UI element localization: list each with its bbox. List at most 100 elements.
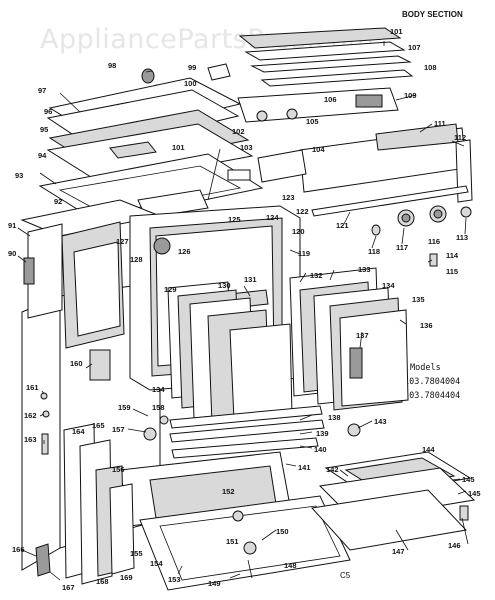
part-label-152: 152 bbox=[222, 487, 235, 496]
part-label-142: 142 bbox=[326, 465, 339, 474]
part-label-125: 125 bbox=[228, 215, 241, 224]
control-panel-109 bbox=[237, 87, 399, 123]
part-label-103: 103 bbox=[240, 143, 253, 152]
part-label-105: 105 bbox=[306, 117, 319, 126]
part-label-150: 150 bbox=[276, 527, 289, 536]
part-label-161: 161 bbox=[26, 383, 39, 392]
part-label-113: 113 bbox=[456, 233, 468, 242]
part-label-112: 112 bbox=[454, 133, 466, 142]
part-label-129: 129 bbox=[164, 285, 177, 294]
part-label-139: 139 bbox=[316, 429, 329, 438]
front-panels bbox=[63, 423, 135, 585]
part-label-140: 140 bbox=[314, 445, 327, 454]
part-label-135: 135 bbox=[412, 295, 425, 304]
part-label-138: 138 bbox=[328, 413, 341, 422]
part-label-118: 118 bbox=[368, 247, 380, 256]
drawing-code: C5 bbox=[340, 571, 351, 580]
rails-138-141 bbox=[169, 405, 325, 459]
part-label-165: 165 bbox=[92, 421, 105, 430]
part-label-108: 108 bbox=[424, 63, 437, 72]
part-label-109: 109 bbox=[404, 91, 417, 100]
model-number-1: 103.7804004 bbox=[404, 377, 460, 387]
part-label-148: 148 bbox=[284, 561, 297, 570]
part-label-160: 160 bbox=[70, 359, 83, 368]
part-label-137: 137 bbox=[356, 331, 369, 340]
part-label-132: 132 bbox=[310, 271, 323, 280]
part-label-122: 122 bbox=[296, 207, 309, 216]
part-label-111: 111 bbox=[434, 119, 446, 128]
part-label-93: 93 bbox=[15, 171, 23, 180]
backsplash-111 bbox=[299, 123, 473, 203]
part-label-95: 95 bbox=[40, 125, 48, 134]
part-label-166: 166 bbox=[12, 545, 25, 554]
part-label-145a: 145 bbox=[462, 475, 475, 484]
bracket-99 bbox=[207, 63, 231, 81]
part-label-94: 94 bbox=[38, 151, 47, 160]
part-label-92: 92 bbox=[54, 197, 62, 206]
drawer-assembly bbox=[119, 451, 351, 591]
leader-lines bbox=[17, 41, 469, 581]
part-label-134a: 134 bbox=[382, 281, 395, 290]
part-label-120: 120 bbox=[292, 227, 305, 236]
part-label-156: 156 bbox=[112, 465, 125, 474]
part-label-163: 163 bbox=[24, 435, 37, 444]
part-label-98: 98 bbox=[108, 61, 116, 70]
rail-122 bbox=[311, 185, 469, 217]
broiler-pans bbox=[311, 451, 476, 551]
part-label-157: 157 bbox=[112, 425, 125, 434]
part-label-158: 158 bbox=[152, 403, 165, 412]
part-label-144: 144 bbox=[422, 445, 435, 454]
part-label-141: 141 bbox=[298, 463, 311, 472]
part-label-123: 123 bbox=[282, 193, 295, 202]
part-label-96: 96 bbox=[44, 107, 52, 116]
part-label-134b: 134 bbox=[152, 385, 165, 394]
part-label-151: 151 bbox=[226, 537, 239, 546]
part-label-114: 114 bbox=[446, 251, 459, 260]
hardware-101-103 bbox=[109, 141, 251, 219]
top-trim-strips bbox=[238, 27, 414, 87]
panel-95 bbox=[46, 109, 254, 185]
small-hardware bbox=[35, 349, 361, 577]
part-label-143: 143 bbox=[374, 417, 387, 426]
part-label-153: 153 bbox=[168, 575, 181, 584]
part-label-124: 124 bbox=[266, 213, 279, 222]
side-panel-90 bbox=[23, 257, 35, 285]
part-label-128: 128 bbox=[130, 255, 143, 264]
part-label-115: 115 bbox=[446, 267, 458, 276]
part-label-133: 133 bbox=[358, 265, 371, 274]
part-label-167: 167 bbox=[62, 583, 75, 592]
part-label-97: 97 bbox=[38, 86, 46, 95]
part-label-121: 121 bbox=[336, 221, 349, 230]
part-label-149: 149 bbox=[208, 579, 221, 588]
models-label: Models bbox=[410, 363, 441, 373]
part-label-155: 155 bbox=[130, 549, 143, 558]
part-label-168: 168 bbox=[96, 577, 109, 586]
part-label-154: 154 bbox=[150, 559, 163, 568]
door-outer-132-136 bbox=[289, 267, 409, 411]
control-knobs bbox=[371, 205, 472, 267]
part-label-116: 116 bbox=[428, 237, 440, 246]
part-label-119: 119 bbox=[298, 249, 310, 258]
section-title: BODY SECTION bbox=[402, 10, 463, 19]
part-label-126: 126 bbox=[178, 247, 191, 256]
part-labels: 90 91 92 93 94 95 96 97 98 99 100 101 10… bbox=[8, 27, 481, 592]
panel-104 bbox=[257, 149, 307, 183]
part-label-146: 146 bbox=[448, 541, 461, 550]
part-label-117: 117 bbox=[396, 243, 408, 252]
model-number-2: 103.7804404 bbox=[404, 391, 460, 401]
part-label-162: 162 bbox=[24, 411, 37, 420]
part-label-106: 106 bbox=[324, 95, 337, 104]
part-label-101b: 101 bbox=[172, 143, 185, 152]
part-label-104: 104 bbox=[312, 145, 325, 154]
part-label-99: 99 bbox=[188, 63, 196, 72]
part-label-169: 169 bbox=[120, 573, 133, 582]
door-panels bbox=[167, 281, 293, 425]
part-label-136: 136 bbox=[420, 321, 433, 330]
part-label-145b: 145 bbox=[468, 489, 481, 498]
part-label-107: 107 bbox=[408, 43, 421, 52]
part-label-131: 131 bbox=[244, 275, 257, 284]
part-label-147: 147 bbox=[392, 547, 405, 556]
part-label-91: 91 bbox=[8, 221, 16, 230]
